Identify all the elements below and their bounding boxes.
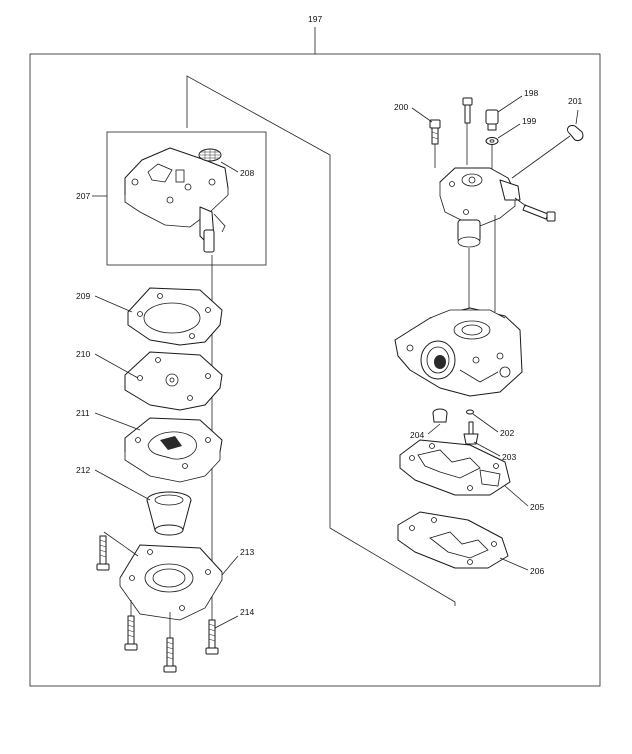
callout-204: 204 — [410, 430, 424, 440]
subassembly-bracket — [186, 75, 456, 606]
callout-198: 198 — [524, 88, 538, 98]
leader-199 — [497, 123, 521, 139]
part-213-cover-plate — [119, 544, 223, 621]
leader-211 — [94, 412, 141, 431]
part-199-washer — [485, 137, 499, 145]
callout-199: 199 — [522, 116, 536, 126]
callout-203: 203 — [502, 452, 516, 462]
part-214-screw-4 — [205, 619, 219, 655]
part-valve-body-upper — [439, 167, 521, 248]
callout-200: 200 — [394, 102, 408, 112]
leader-214 — [214, 615, 239, 629]
leader-212 — [94, 469, 151, 501]
part-side-screw — [522, 204, 556, 222]
part-207-pump-cover — [124, 147, 229, 253]
part-214-screw-2 — [124, 615, 138, 651]
callout-202: 202 — [500, 428, 514, 438]
leader-203 — [473, 441, 501, 457]
part-214-screw-3 — [163, 637, 177, 673]
callout-208: 208 — [240, 168, 254, 178]
part-201-e-clip — [567, 125, 584, 141]
callout-197: 197 — [308, 14, 322, 24]
part-carburetor-body — [394, 307, 523, 397]
callout-214: 214 — [240, 607, 254, 617]
leader-204 — [427, 423, 441, 435]
callout-207: 207 — [76, 191, 90, 201]
callout-212: 212 — [76, 465, 90, 475]
part-210-diaphragm — [124, 351, 223, 411]
callout-206: 206 — [530, 566, 544, 576]
part-211-pump-body — [124, 417, 223, 483]
part-208-filter-screen — [198, 148, 222, 162]
leader-202 — [472, 413, 499, 433]
leader-205 — [504, 485, 529, 507]
part-207-box — [106, 131, 267, 266]
part-206-diaphragm — [397, 511, 509, 569]
callout-209: 209 — [76, 291, 90, 301]
leader-210 — [94, 353, 139, 379]
part-203-needle-valve — [463, 421, 479, 445]
leader-208 — [220, 161, 239, 173]
part-212-primer-cup — [146, 491, 192, 536]
part-205-gasket — [399, 439, 511, 496]
part-204-plug — [432, 408, 448, 423]
part-214-screw-1 — [96, 535, 110, 571]
part-209-gasket — [127, 287, 223, 346]
callout-205: 205 — [530, 502, 544, 512]
leader-201 — [575, 109, 579, 125]
callout-211: 211 — [76, 408, 90, 418]
callout-210: 210 — [76, 349, 90, 359]
part-198-cap — [485, 109, 499, 131]
leader-209 — [94, 295, 133, 313]
callout-213: 213 — [240, 547, 254, 557]
part-202-o-ring — [466, 409, 474, 415]
leader-200 — [411, 107, 433, 123]
part-200-screw — [429, 119, 441, 145]
leader-198 — [497, 95, 523, 113]
part-top-screw — [462, 97, 473, 124]
leader-213 — [221, 555, 239, 576]
callout-201: 201 — [568, 96, 582, 106]
leader-206 — [499, 557, 529, 571]
